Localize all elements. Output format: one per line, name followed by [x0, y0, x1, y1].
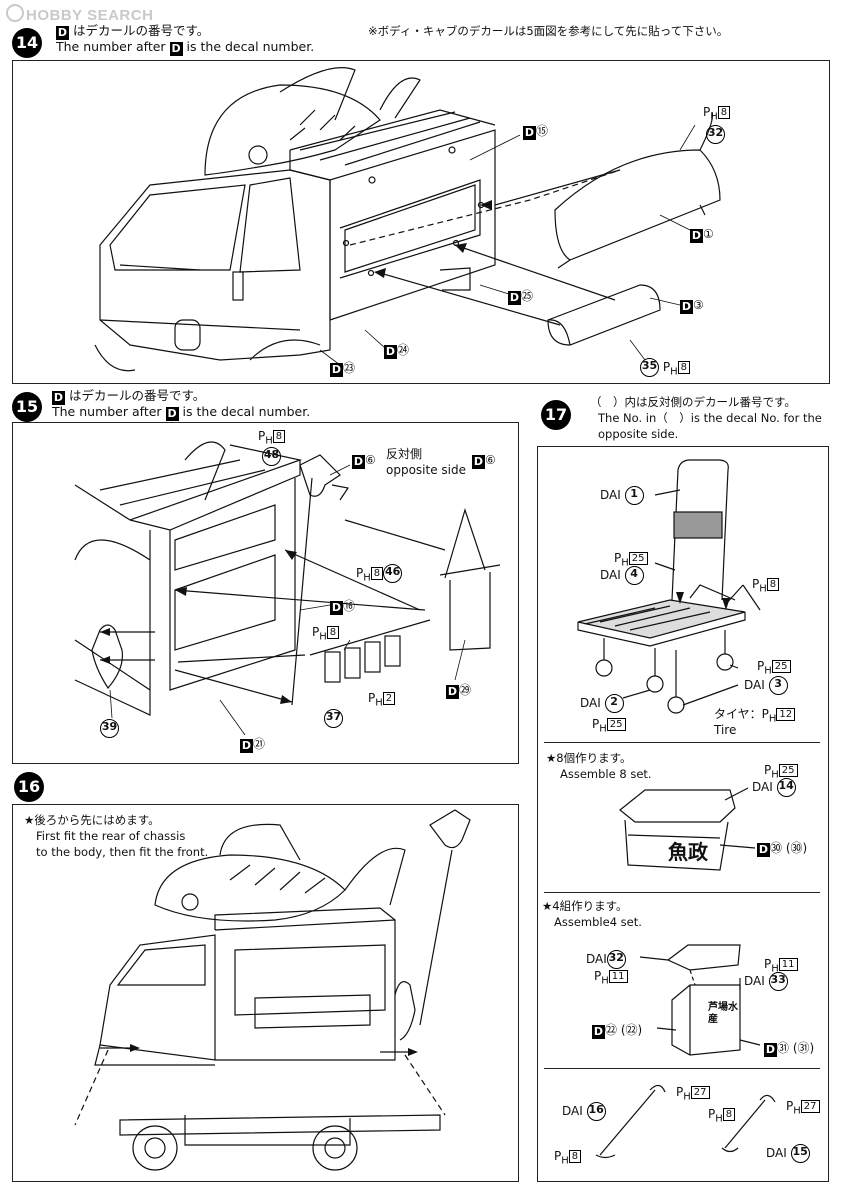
step-14-note: ※ボディ・キャブのデカールは5面図を参考にして先に貼って下さい。	[368, 24, 729, 38]
step-14-panel	[12, 60, 830, 384]
cooler-print: 芦場水産	[708, 1002, 738, 1025]
label-dai3: DAI 3	[744, 676, 788, 695]
set4-ja: ★4組作ります。	[542, 899, 628, 913]
step-17-ja: （ ）内は反対側のデカール番号です。	[590, 395, 796, 409]
label-dai1: DAI 1	[600, 486, 644, 505]
label-dai15: DAI 15	[766, 1144, 810, 1163]
label-dai4: DAI 4	[600, 566, 644, 585]
label-dai2: DAI 2	[580, 694, 624, 713]
set8-en: Assemble 8 set.	[560, 767, 652, 781]
watermark: HOBBY SEARCH	[6, 4, 153, 24]
decal-badge: D	[56, 26, 69, 40]
step-15-panel	[12, 422, 519, 764]
step-16-en2: to the body, then fit the front.	[36, 845, 209, 859]
label-tire-en: Tire	[714, 723, 737, 737]
step-17-en1: The No. in（ ）is the decal No. for the	[598, 411, 822, 425]
step-17-panel	[537, 446, 829, 1182]
crate-print: 魚政	[668, 840, 708, 864]
step-14-number: 14	[12, 28, 42, 58]
step-16-ja: ★後ろから先にはめます。	[24, 813, 160, 827]
part-32-circle: 32	[706, 124, 725, 144]
step-17-en2: opposite side.	[598, 427, 679, 441]
label-opposite-ja: 反対側	[386, 447, 423, 461]
label-dai33: DAI 33	[744, 972, 788, 991]
step-16-en1: First fit the rear of chassis	[36, 829, 186, 843]
label-dai14: DAI 14	[752, 778, 796, 797]
step-17-number: 17	[541, 400, 571, 430]
set4-en: Assemble4 set.	[554, 915, 642, 929]
part-39-circle: 39	[100, 718, 119, 738]
divider-1	[544, 742, 820, 743]
step-16-number: 16	[14, 772, 44, 802]
set8-ja: ★8個作ります。	[546, 751, 632, 765]
divider-2	[544, 892, 820, 893]
step-15-ja: D はデカールの番号です。	[52, 388, 206, 405]
label-opposite-en: opposite side	[386, 463, 466, 477]
divider-3	[544, 1068, 820, 1069]
step-14-en: The number after D is the decal number.	[56, 39, 315, 56]
step-15-en: The number after D is the decal number.	[52, 404, 311, 421]
part-37-circle: 37	[324, 708, 343, 728]
part-48-circle: 48	[262, 446, 281, 466]
step-15-number: 15	[12, 392, 42, 422]
logo-icon	[6, 4, 24, 22]
label-dai16: DAI 16	[562, 1102, 606, 1121]
step-16-panel	[12, 804, 519, 1182]
step-14-ja: D はデカールの番号です。	[56, 23, 210, 40]
